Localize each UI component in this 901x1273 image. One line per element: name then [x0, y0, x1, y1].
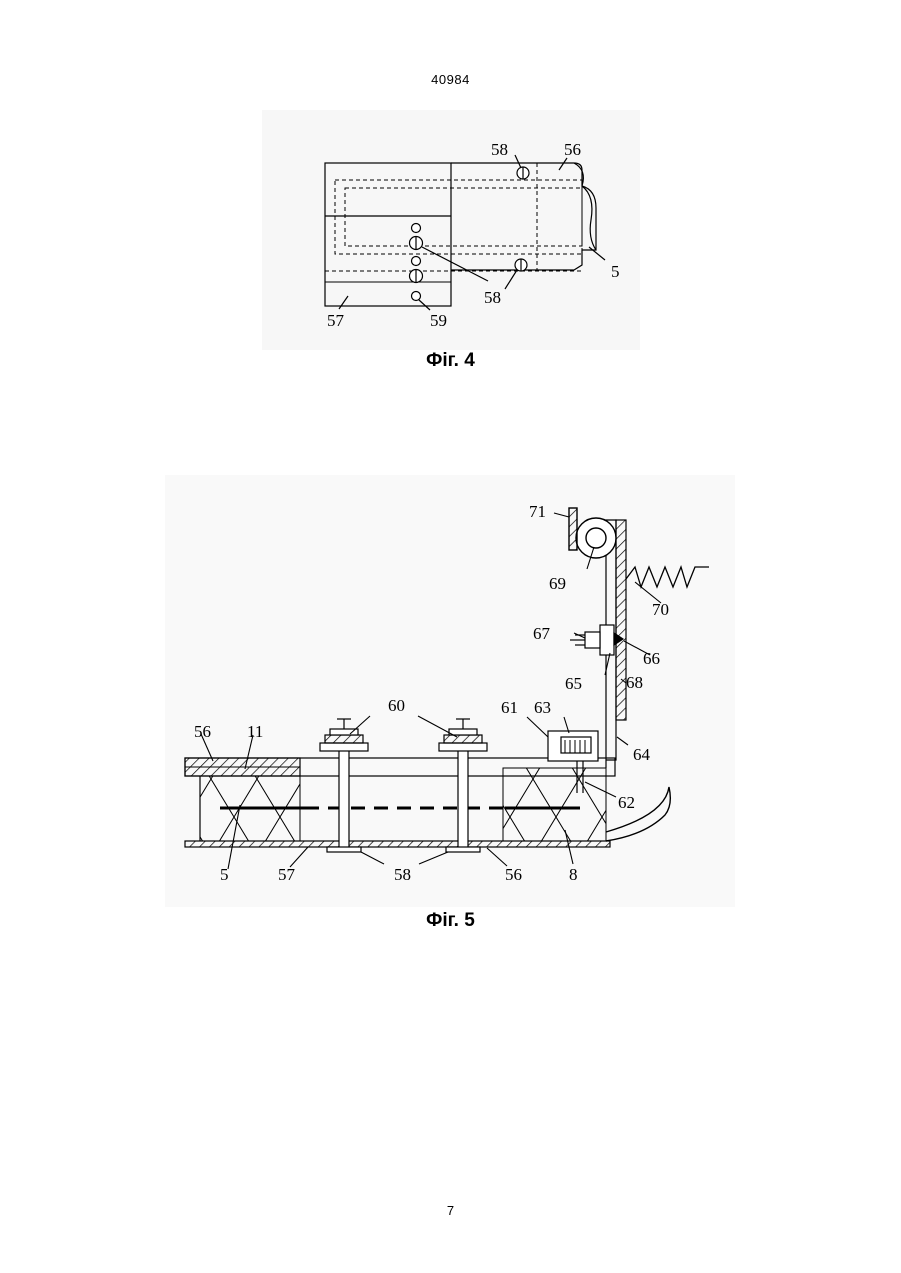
fig5-label-65: 65	[565, 674, 582, 693]
fig5-label-67: 67	[533, 624, 551, 643]
fig5-label-57: 57	[278, 865, 296, 884]
figure-4-caption: Фіг. 4	[0, 350, 901, 372]
fig5-label-8: 8	[569, 865, 578, 884]
page-number: 7	[0, 1203, 901, 1218]
figure-5-caption: Фіг. 5	[0, 910, 901, 932]
fig5-label-60: 60	[388, 696, 405, 715]
figure-4-drawing: 58 56 5 58 57 59	[262, 110, 640, 350]
fig5-label-69: 69	[549, 574, 566, 593]
fig5-label-62: 62	[618, 793, 635, 812]
fig4-label-56: 56	[564, 140, 581, 159]
fig4-label-57: 57	[327, 311, 345, 330]
fig5-label-5: 5	[220, 865, 229, 884]
fig5-label-71: 71	[529, 502, 546, 521]
fig5-label-64: 64	[633, 745, 651, 764]
fig4-label-58-bottom: 58	[484, 288, 501, 307]
fig5-label-56-bottom: 56	[505, 865, 522, 884]
fig5-label-63: 63	[534, 698, 551, 717]
fig5-label-56-top: 56	[194, 722, 211, 741]
fig5-label-58: 58	[394, 865, 411, 884]
fig5-label-66: 66	[643, 649, 660, 668]
fig4-label-58-top: 58	[491, 140, 508, 159]
figure-5-svg: 71 69 70 67 66 65 68 60 61 63 56 11 64 6…	[165, 475, 735, 907]
patent-number: 40984	[0, 72, 901, 87]
fig5-label-68: 68	[626, 673, 643, 692]
fig5-label-11: 11	[247, 722, 263, 741]
fig5-label-61: 61	[501, 698, 518, 717]
figure-5-drawing: 71 69 70 67 66 65 68 60 61 63 56 11 64 6…	[165, 475, 735, 907]
fig4-label-59: 59	[430, 311, 447, 330]
fig4-label-5: 5	[611, 262, 620, 281]
figure-4-svg: 58 56 5 58 57 59	[262, 110, 640, 350]
fig5-label-70: 70	[652, 600, 669, 619]
